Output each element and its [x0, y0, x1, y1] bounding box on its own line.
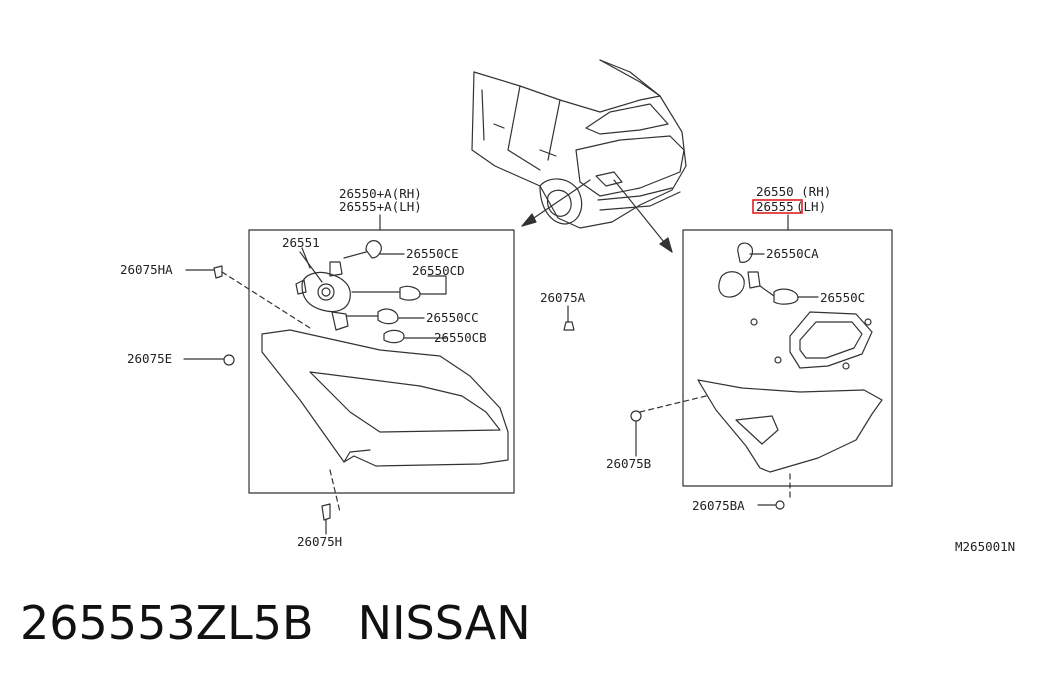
callout-26550a-rh: 26550+A(RH) — [339, 186, 422, 201]
callout-26550ca: 26550CA — [766, 246, 819, 261]
part-caption: 265553ZL5B NISSAN — [20, 596, 575, 650]
rh-lamp-assembly-box — [221, 214, 515, 513]
callout-lh-suffix: (LH) — [796, 199, 826, 214]
brand-name: NISSAN — [357, 596, 531, 650]
callout-26075ba: 26075BA — [692, 498, 745, 513]
callout-26551: 26551 — [282, 235, 320, 250]
callout-26550ce: 26550CE — [406, 246, 459, 261]
callout-26550cd: 26550CD — [412, 263, 465, 278]
callout-26075ha: 26075HA — [120, 262, 173, 277]
part-number: 265553ZL5B — [20, 596, 314, 650]
pointer-arrows — [521, 179, 673, 253]
callout-26550cc: 26550CC — [426, 310, 479, 325]
highlight-box — [752, 199, 803, 214]
figure-id: M265001N — [955, 539, 1015, 554]
callout-labels: 26550+A(RH) 26555+A(LH) 26551 26550CE 26… — [120, 184, 1015, 554]
callout-26550c: 26550C — [820, 290, 865, 305]
leader-lines — [183, 247, 819, 535]
fastener-icons — [213, 265, 785, 521]
callout-26075h: 26075H — [297, 534, 342, 549]
vehicle-rear-illustration — [471, 59, 687, 229]
callout-26550cb: 26550CB — [434, 330, 487, 345]
callout-26075b: 26075B — [606, 456, 651, 471]
lh-lamp-assembly-box — [639, 214, 893, 501]
callout-26075e: 26075E — [127, 351, 172, 366]
callout-26555-highlighted: 26555 — [756, 199, 794, 214]
callout-26555a-lh: 26555+A(LH) — [339, 199, 422, 214]
callout-26075a: 26075A — [540, 290, 586, 305]
callout-26550-rh: 26550 (RH) — [756, 184, 831, 199]
